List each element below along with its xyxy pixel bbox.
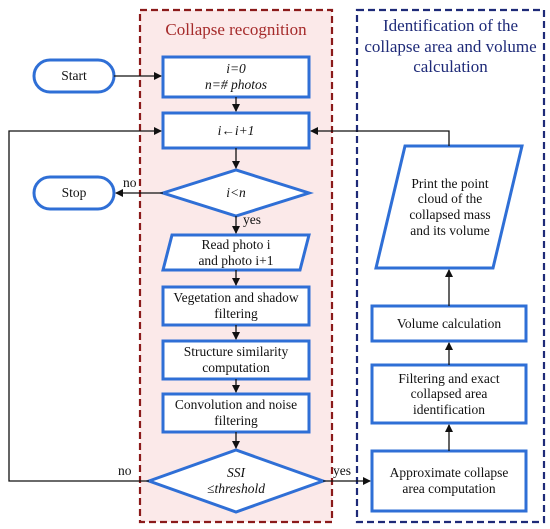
- volume-process: [370, 304, 528, 343]
- init-line2: n=# photos: [205, 77, 267, 92]
- convolution-process: [161, 392, 311, 434]
- filtering-process: [370, 363, 528, 425]
- check-yes-label: yes: [243, 212, 261, 227]
- edge-print-increment: [310, 127, 450, 146]
- read-photos-line2: and photo i+1: [198, 252, 274, 268]
- stop-terminal: [32, 175, 116, 211]
- edge-ssi-no-loop: [8, 127, 162, 482]
- ssi-no-label: no: [118, 463, 132, 478]
- vegetation-label: Vegetation and shadow filtering: [173, 290, 299, 321]
- structure-label: Structure similarity computation: [183, 344, 289, 375]
- check-no-label: no: [123, 175, 137, 190]
- convolution-label: Convolution and noise filtering: [174, 397, 298, 428]
- approximate-process: [370, 449, 528, 513]
- approximate-label: Approximate collapse area computation: [389, 465, 509, 496]
- collapse-region-title: Collapse recognition: [165, 20, 307, 40]
- init-label: i=0 n=# photos: [163, 57, 309, 97]
- read-photos-label: Read photo i and photo i+1: [170, 235, 302, 270]
- stop-label: Stop: [61, 185, 87, 201]
- increment-label: i←i+1: [217, 122, 255, 138]
- init-process: [161, 55, 311, 99]
- init-line1: i=0: [226, 61, 246, 77]
- volume-label: Volume calculation: [396, 315, 502, 331]
- read-photos-io: [161, 233, 311, 272]
- increment-process: [161, 111, 311, 150]
- identification-region-title: Identification of the collapse area and …: [364, 16, 537, 77]
- filtering-label: Filtering and exact collapsed area ident…: [398, 370, 500, 417]
- ssi-label: SSI ≤threshold: [186, 460, 286, 502]
- check-n-label: i<n: [226, 185, 246, 201]
- start-label: Start: [61, 68, 87, 84]
- ssi-line1: SSI: [227, 465, 245, 481]
- check-n-decision: [158, 168, 314, 218]
- read-photos-line1: Read photo i: [201, 236, 271, 252]
- vegetation-process: [161, 285, 311, 327]
- structure-process: [161, 339, 311, 381]
- print-io: [374, 144, 524, 270]
- print-label: Print the point cloud of the collapsed m…: [409, 175, 491, 238]
- ssi-line2: ≤threshold: [207, 481, 265, 496]
- ssi-yes-label: yes: [333, 463, 351, 478]
